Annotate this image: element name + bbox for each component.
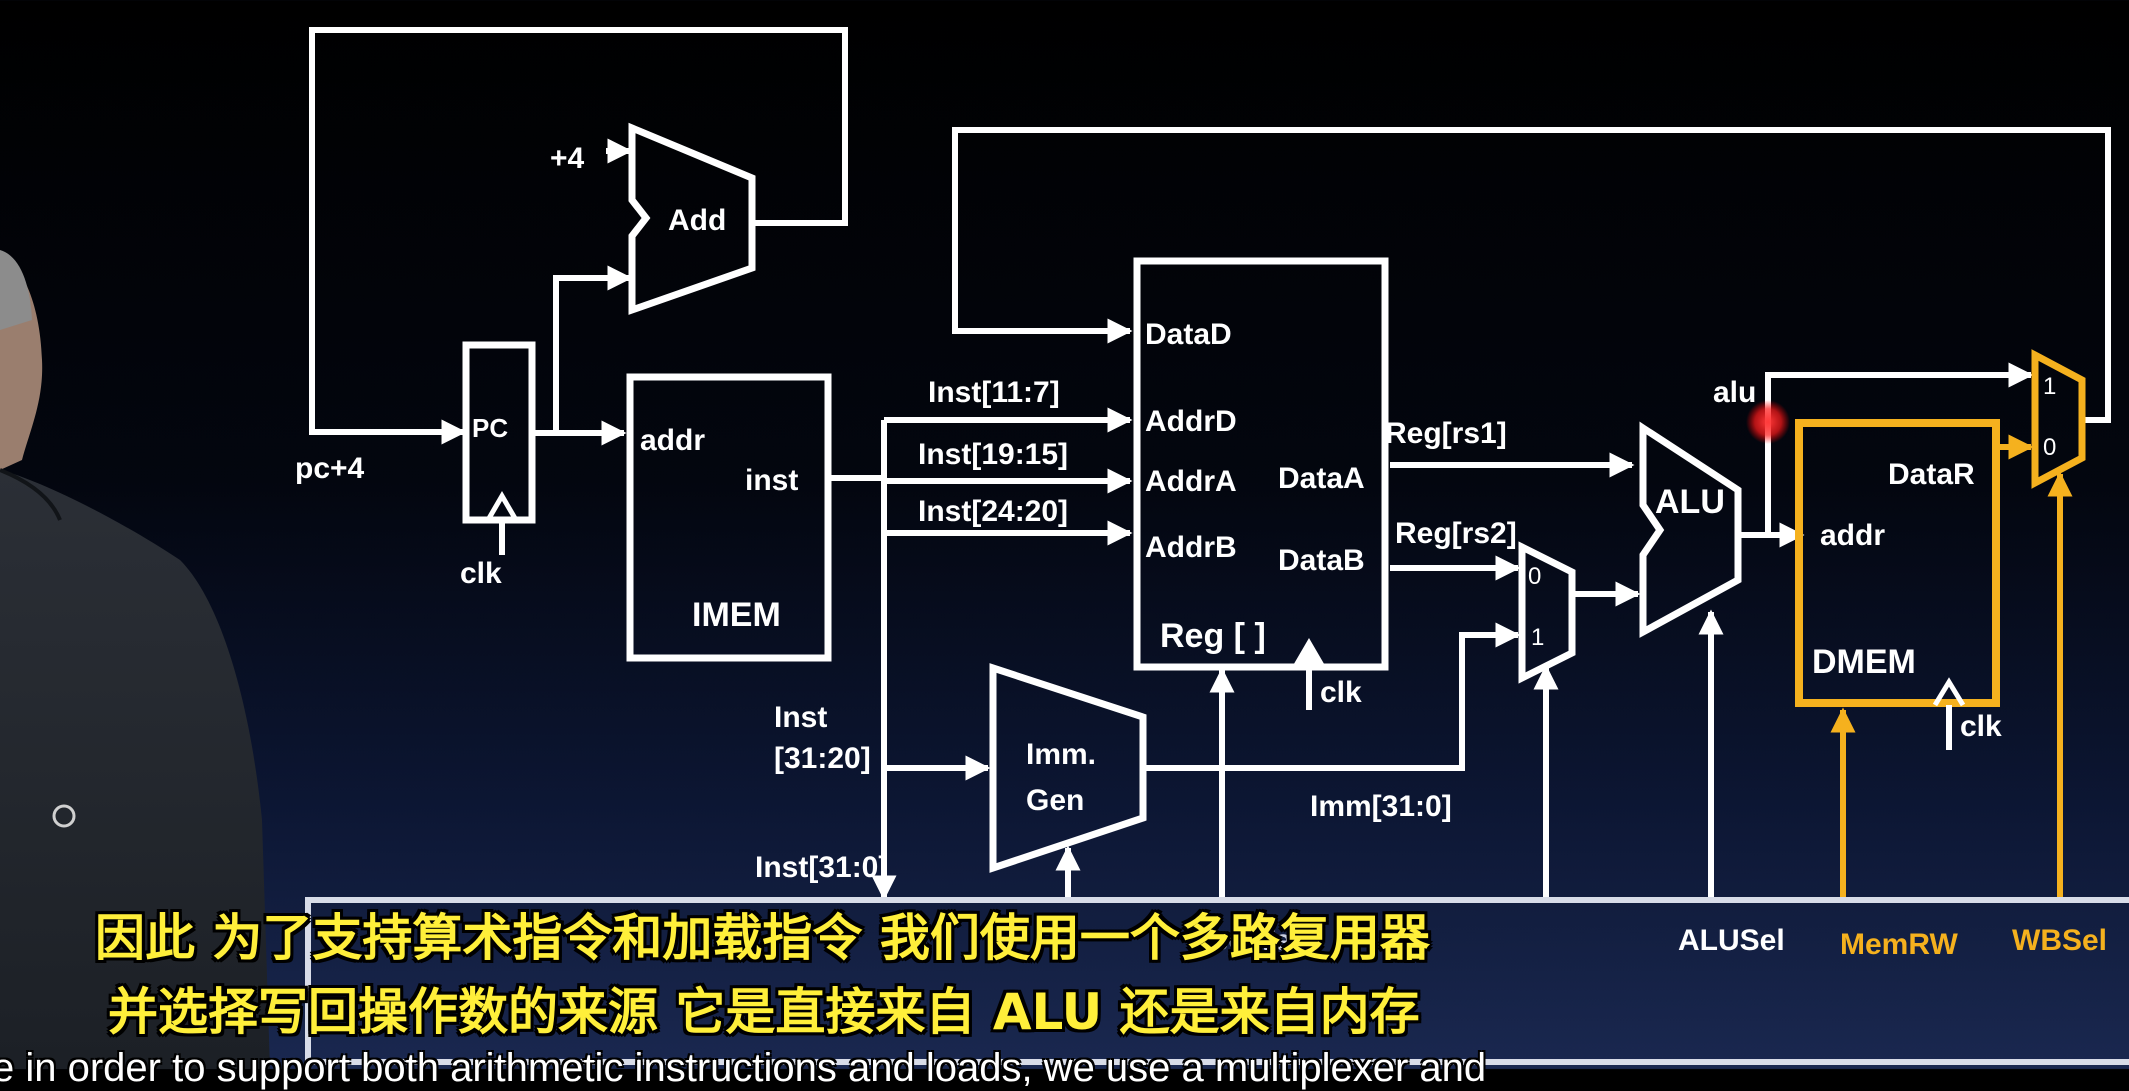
bmux-in0-label: 0 xyxy=(1528,563,1541,590)
reg-addrb-label: AddrB xyxy=(1145,531,1237,564)
dmem-datar-label: DataR xyxy=(1888,458,1975,491)
presenter-figure xyxy=(0,250,270,1069)
dmem-addr-label: addr xyxy=(1820,519,1885,552)
bsel-mux xyxy=(1518,541,1576,684)
reg-datad-label: DataD xyxy=(1145,318,1232,351)
register-file xyxy=(1133,257,1389,671)
pc-register xyxy=(462,341,536,524)
imm-label: Imm[31:0] xyxy=(1310,790,1452,823)
pc-plus4-wire xyxy=(309,27,848,445)
imem-inst-label: inst xyxy=(745,464,798,497)
alusel-label: ALUSel xyxy=(1678,924,1785,957)
inst-rs2-label: Inst[24:20] xyxy=(918,495,1068,528)
wbmux-in1-label: 1 xyxy=(2043,373,2056,400)
alu-label: ALU xyxy=(1655,483,1725,521)
reg-clk-triangle xyxy=(1292,638,1326,669)
dmem-clk-label: clk xyxy=(1960,710,2002,743)
pc-plus4-label: pc+4 xyxy=(295,452,365,485)
laser-pointer-dot xyxy=(1746,400,1790,444)
reg-name-label: Reg [ ] xyxy=(1160,617,1266,655)
bmux-in1-label: 1 xyxy=(1531,624,1544,651)
wbsel-label: WBSel xyxy=(2012,924,2107,957)
reg-addra-label: AddrA xyxy=(1145,465,1237,498)
dmem-block xyxy=(1795,419,2000,707)
gold-wires xyxy=(1830,434,2073,897)
inst-full-label: Inst[31:0] xyxy=(755,851,888,884)
imm-gen xyxy=(989,663,1147,873)
imem-block xyxy=(626,373,832,662)
alu xyxy=(1639,421,1742,638)
pc-label: PC xyxy=(472,413,508,443)
inst-rs1-label: Inst[19:15] xyxy=(918,438,1068,471)
imem-name-label: IMEM xyxy=(692,596,781,634)
adder-label: Add xyxy=(668,204,726,237)
pc-to-adder-wire xyxy=(553,265,633,433)
dmem-name-label: DMEM xyxy=(1812,643,1916,681)
alu-to-wbmux-wire xyxy=(1765,362,2034,535)
immgen-label-2: Gen xyxy=(1026,784,1084,817)
pc-clk-label: clk xyxy=(460,557,502,590)
reg-clk-label: clk xyxy=(1320,676,1362,709)
writeback-wire xyxy=(952,127,2111,423)
alu-out-label: alu xyxy=(1713,376,1756,409)
subtitle-chinese-line-2: 并选择写回操作数的来源 它是直接来自 ALU 还是来自内存 xyxy=(108,983,1420,1041)
control-panel xyxy=(305,897,2129,1065)
wires xyxy=(309,27,2111,901)
regwen-partial-label: RegWen xyxy=(1190,924,1309,957)
memrw-label: MemRW xyxy=(1840,928,1958,961)
reg-dataa-label: DataA xyxy=(1278,462,1365,495)
wbmux-in0-label: 0 xyxy=(2043,434,2056,461)
imm-wire xyxy=(1145,622,1521,771)
dmem-clk-triangle xyxy=(1932,677,1966,707)
inst-imm-label-1: Inst xyxy=(774,701,827,734)
plus4-label: +4 xyxy=(550,142,585,175)
pc-adder xyxy=(628,122,756,315)
imem-addr-label: addr xyxy=(640,424,705,457)
reg-addrd-label: AddrD xyxy=(1145,405,1237,438)
inst-rd-label: Inst[11:7] xyxy=(928,376,1060,409)
pc-clk-triangle xyxy=(485,491,519,522)
datapath-diagram: Add +4 PC pc+4 clk addr inst IMEM Inst[1… xyxy=(0,27,2129,1069)
inst-imm-label-2: [31:20] xyxy=(774,742,871,775)
wb-mux xyxy=(2031,349,2086,489)
reg-rs2-label: Reg[rs2] xyxy=(1395,517,1517,550)
reg-rs1-label: Reg[rs1] xyxy=(1385,417,1507,450)
subtitle-chinese-line-1: 因此 为了支持算术指令和加载指令 我们使用一个多路复用器 xyxy=(95,909,1430,967)
reg-datab-label: DataB xyxy=(1278,544,1365,577)
immgen-label-1: Imm. xyxy=(1026,738,1096,771)
